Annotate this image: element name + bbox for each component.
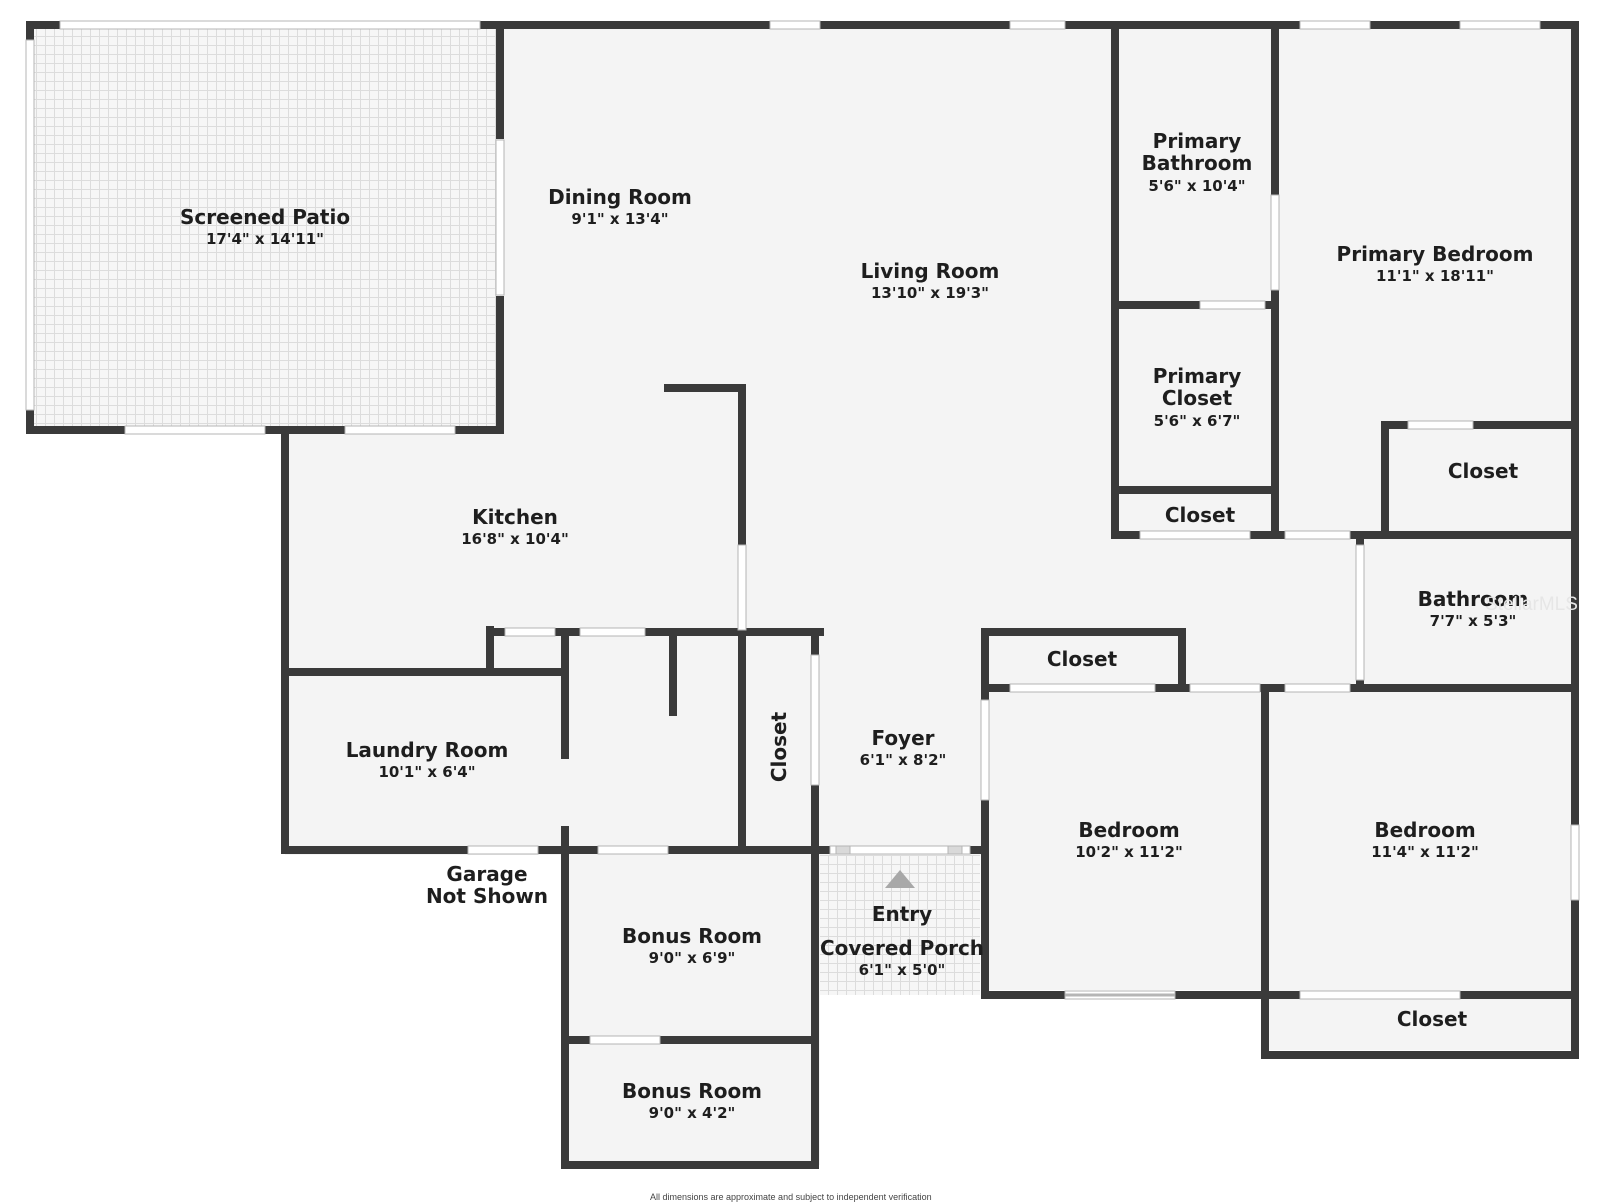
bedroom-2-label: Bedroom 10'2" x 11'2" (1075, 819, 1183, 861)
room-name: Closet (766, 711, 791, 783)
room-name: Laundry Room (345, 738, 509, 762)
room-name: Bathroom (1417, 587, 1529, 611)
room-dimensions: 11'1" x 18'11" (1375, 267, 1494, 286)
primary-closet-label: Primary Closet 5'6" x 6'7" (1153, 365, 1242, 430)
foyer-label: Foyer 6'1" x 8'2" (860, 727, 947, 769)
openings (25, 20, 1580, 1045)
room-dimensions: 10'1" x 6'4" (378, 763, 476, 782)
room-dimensions: 11'4" x 11'2" (1371, 843, 1479, 862)
laundry-room-label: Laundry Room 10'1" x 6'4" (346, 739, 509, 781)
screened-patio-label: Screened Patio 17'4" x 14'11" (180, 206, 350, 248)
room-name: Primary Bedroom (1336, 242, 1534, 266)
bathroom-label: Bathroom 7'7" x 5'3" (1418, 588, 1529, 630)
room-dimensions: 17'4" x 14'11" (205, 230, 324, 249)
closet-foyer-left-label: Closet (766, 711, 791, 783)
room-name: Bonus Room (621, 1079, 763, 1103)
kitchen-floor (285, 430, 745, 855)
primary-bathroom-label: Primary Bathroom 5'6" x 10'4" (1142, 130, 1253, 195)
room-dimensions: 6'1" x 5'0" (858, 961, 946, 980)
entry-label: Entry (871, 902, 933, 926)
screened-patio-floor (30, 25, 500, 430)
triangle-up-icon (885, 870, 915, 888)
room-dimensions: 5'6" x 10'4" (1148, 176, 1246, 195)
room-name: Primary (1152, 364, 1242, 388)
bedroom-3-label: Bedroom 11'4" x 11'2" (1371, 819, 1479, 861)
room-name: Bedroom (1078, 818, 1180, 842)
disclaimer: All dimensions are approximate and subje… (650, 1192, 932, 1202)
closet-bedroom-3-label: Closet (1396, 1007, 1468, 1031)
room-dimensions: 9'0" x 4'2" (648, 1104, 736, 1123)
kitchen-label: Kitchen 16'8" x 10'4" (461, 506, 569, 548)
room-name: Covered Porch (819, 936, 985, 960)
note-line: Not Shown (425, 884, 549, 909)
bedroom-3-floor (1265, 690, 1575, 1050)
primary-bedroom-label: Primary Bedroom 11'1" x 18'11" (1337, 243, 1534, 285)
room-name: Closet (1164, 503, 1236, 527)
room-dimensions: 6'1" x 8'2" (859, 751, 947, 770)
room-dimensions: 7'7" x 5'3" (1429, 612, 1517, 631)
bonus-room-1-label: Bonus Room 9'0" x 6'9" (622, 925, 762, 967)
dining-room-label: Dining Room 9'1" x 13'4" (548, 186, 692, 228)
garage-note-label: Garage Not Shown (426, 863, 548, 908)
room-name: Entry (871, 902, 933, 926)
room-name: Foyer (871, 726, 935, 750)
room-dimensions: 5'6" x 6'7" (1153, 411, 1241, 430)
room-name: Closet (1046, 647, 1118, 671)
bonus-room-2-label: Bonus Room 9'0" x 4'2" (622, 1080, 762, 1122)
room-name: Bedroom (1374, 818, 1476, 842)
room-name: Primary (1152, 129, 1242, 153)
room-name: Living Room (860, 259, 1000, 283)
room-name: Screened Patio (179, 205, 351, 229)
room-dimensions: 10'2" x 11'2" (1075, 843, 1183, 862)
room-name: Closet (1161, 386, 1233, 411)
room-name: Bonus Room (621, 924, 763, 948)
room-dimensions: 13'10" x 19'3" (870, 284, 989, 303)
room-name: Bathroom (1141, 151, 1253, 176)
bonus-room-floor (565, 855, 820, 1165)
living-room-label: Living Room 13'10" x 19'3" (861, 260, 1000, 302)
room-dimensions: 9'0" x 6'9" (648, 949, 736, 968)
closet-primary-bedroom-label: Closet (1447, 459, 1519, 483)
room-name: Closet (1396, 1007, 1468, 1031)
watermark: StellarMLS (1485, 594, 1578, 615)
floor-fills (30, 25, 1575, 1165)
bedroom-2-floor (985, 690, 1265, 990)
closet-hall-label: Closet (1164, 503, 1236, 527)
room-dimensions: 9'1" x 13'4" (571, 210, 669, 229)
room-dimensions: 16'8" x 10'4" (461, 530, 569, 549)
room-name: Kitchen (472, 505, 558, 529)
note-line: Garage (446, 862, 528, 886)
covered-porch-label: Covered Porch 6'1" x 5'0" (820, 937, 984, 979)
room-name: Closet (1447, 459, 1519, 483)
closet-foyer-right-label: Closet (1046, 647, 1118, 671)
room-name: Dining Room (548, 185, 692, 209)
